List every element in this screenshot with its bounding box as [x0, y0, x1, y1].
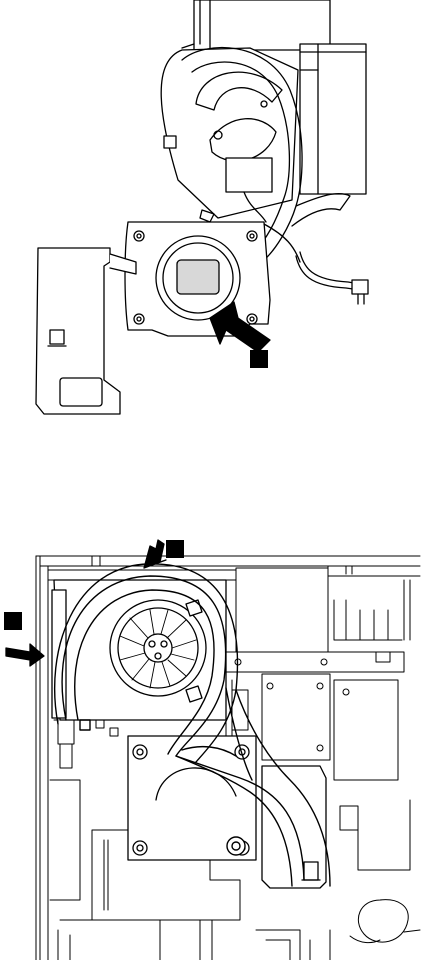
installed-fan [52, 580, 226, 720]
top-panel-thermal-module [36, 0, 368, 414]
step-marker-top [250, 350, 268, 368]
release-arrow-left-edge [6, 644, 44, 666]
fan-exhaust-block [182, 0, 330, 50]
step-marker-bottom-left [4, 612, 22, 630]
radiator-fin-block [300, 44, 366, 194]
fan-housing [161, 48, 298, 218]
graphics-heatsink-plate [36, 248, 136, 414]
bottom-panel-installed-module [4, 540, 420, 960]
step-marker-bottom-top [166, 540, 184, 558]
